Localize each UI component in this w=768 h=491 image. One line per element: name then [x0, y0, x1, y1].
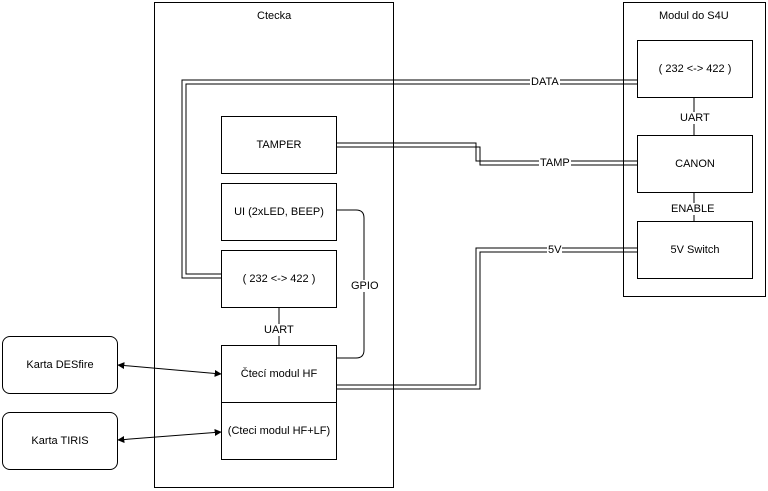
hf-lf-module-block: (Cteci modul HF+LF) [221, 402, 337, 460]
gpio-label: GPIO [350, 280, 380, 292]
card-tiris: Karta TIRIS [2, 412, 118, 470]
canon-block: CANON [637, 135, 753, 193]
uart-module-label: UART [679, 112, 711, 124]
desfire-arrow [117, 362, 222, 377]
module-group [623, 2, 766, 297]
tamper-block: TAMPER [221, 116, 337, 174]
tamp-label: TAMP [539, 157, 571, 169]
ui-block: UI (2xLED, BEEP) [221, 183, 337, 241]
switch-5v-block: 5V Switch [637, 221, 753, 279]
reader-group [154, 2, 394, 488]
hf-module-block: Čtecí modul HF [221, 345, 337, 403]
tiris-arrow [117, 428, 222, 444]
enable-label: ENABLE [670, 203, 716, 215]
uart-reader-label: UART [263, 324, 295, 336]
reader-group-title: Ctecka [257, 10, 292, 22]
data-label: DATA [530, 76, 560, 88]
converter-reader-block: ( 232 <-> 422 ) [221, 250, 337, 308]
module-group-title: Modul do S4U [659, 10, 729, 22]
card-desfire: Karta DESfire [2, 336, 118, 394]
data-link [181, 79, 638, 279]
converter-module-block: ( 232 <-> 422 ) [637, 40, 753, 98]
power-label: 5V [547, 244, 563, 256]
